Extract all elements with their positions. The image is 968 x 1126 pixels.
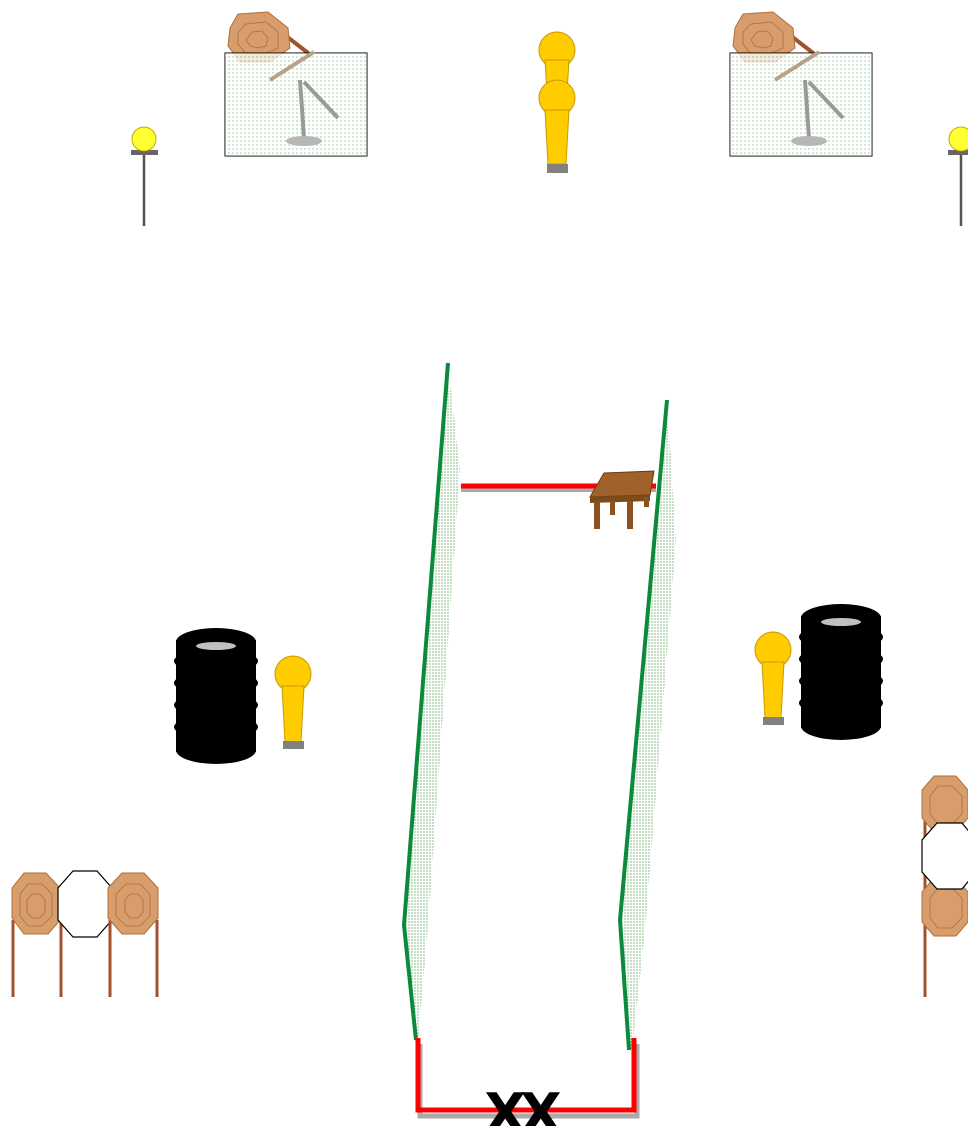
steel-bottom-left-b [107,872,159,997]
popper-right [754,631,792,725]
barrel-right [799,604,883,740]
fault-line-box [415,1038,640,1119]
netting-top-right [729,50,873,157]
table-icon [589,470,655,529]
barrel-left [174,628,258,764]
plate-right [948,126,968,226]
green-wall-right [617,399,676,1051]
steel-bottom-left-a [11,872,63,997]
start-position-marker: XX [484,1082,567,1126]
no-shoot-bottom-right [921,822,968,890]
popper-left [274,655,312,749]
netting-top-left [224,50,368,157]
plate-left [131,126,158,226]
popper-top-center-front [538,79,576,173]
green-wall-left [401,362,460,1041]
no-shoot-bottom-left [57,870,113,938]
start-marker-text: XX [484,1082,561,1126]
